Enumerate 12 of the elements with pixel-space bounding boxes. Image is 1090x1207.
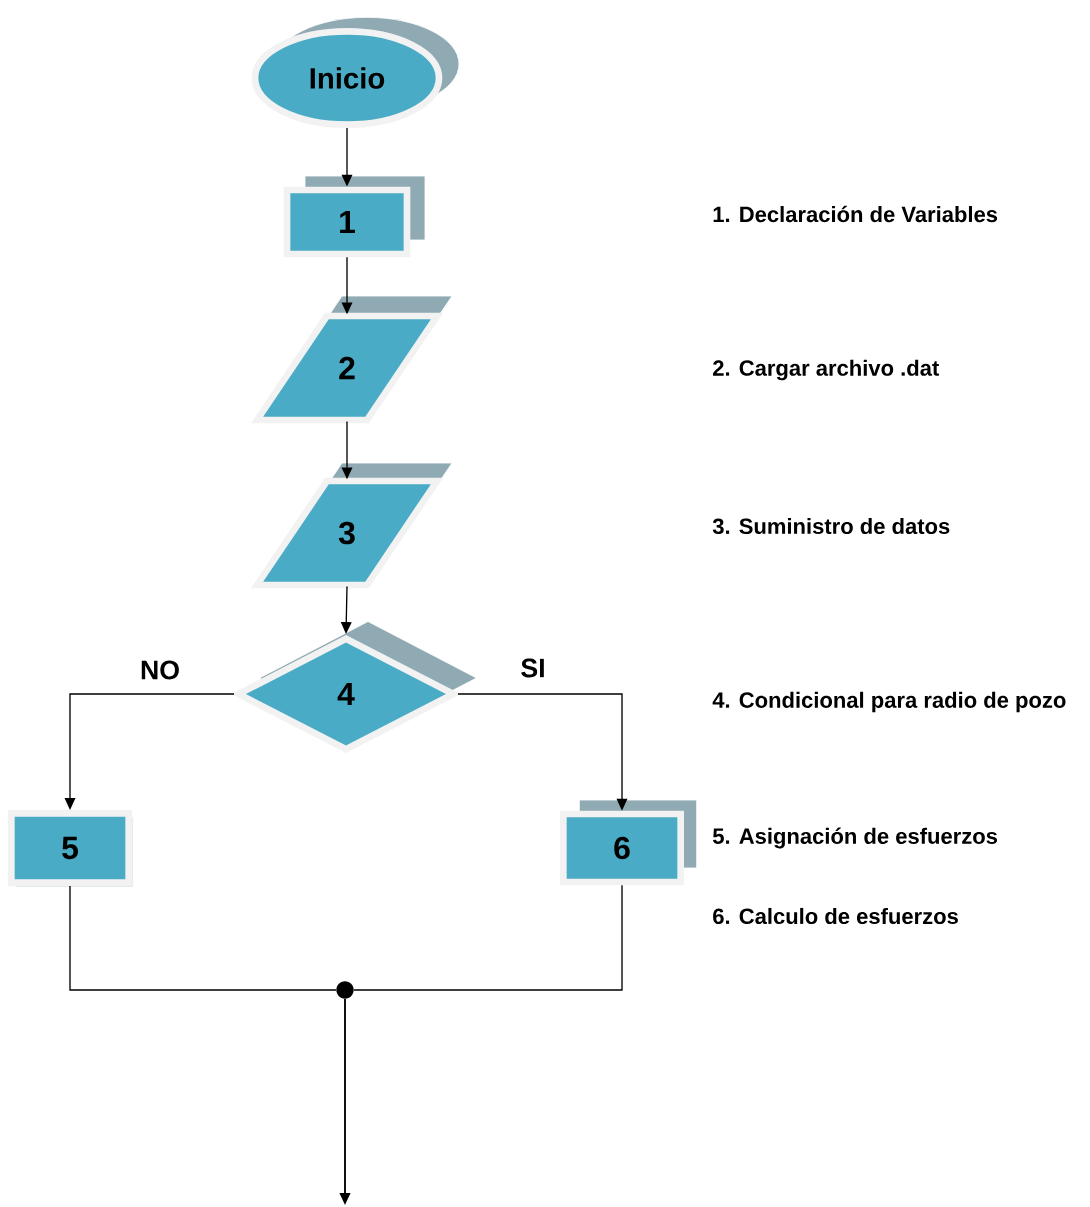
description-text: 4. Condicional para radio de pozo [712,691,1066,713]
description-text: 3. Suministro de datos [712,517,950,535]
process-box: 1 [283,175,426,258]
edge-label: SI [519,657,547,679]
description-text: 2. Cargar archivo .dat [713,359,939,381]
edge-label: NO [138,659,182,681]
description-text: 1. Declaración de Variables [713,205,998,223]
process-box: 6 [560,799,698,886]
description-text: 6. Calculo de esfuerzos [713,907,958,925]
process-box: 5 [8,810,134,888]
junction-dot [336,981,354,999]
arrow [64,693,235,810]
